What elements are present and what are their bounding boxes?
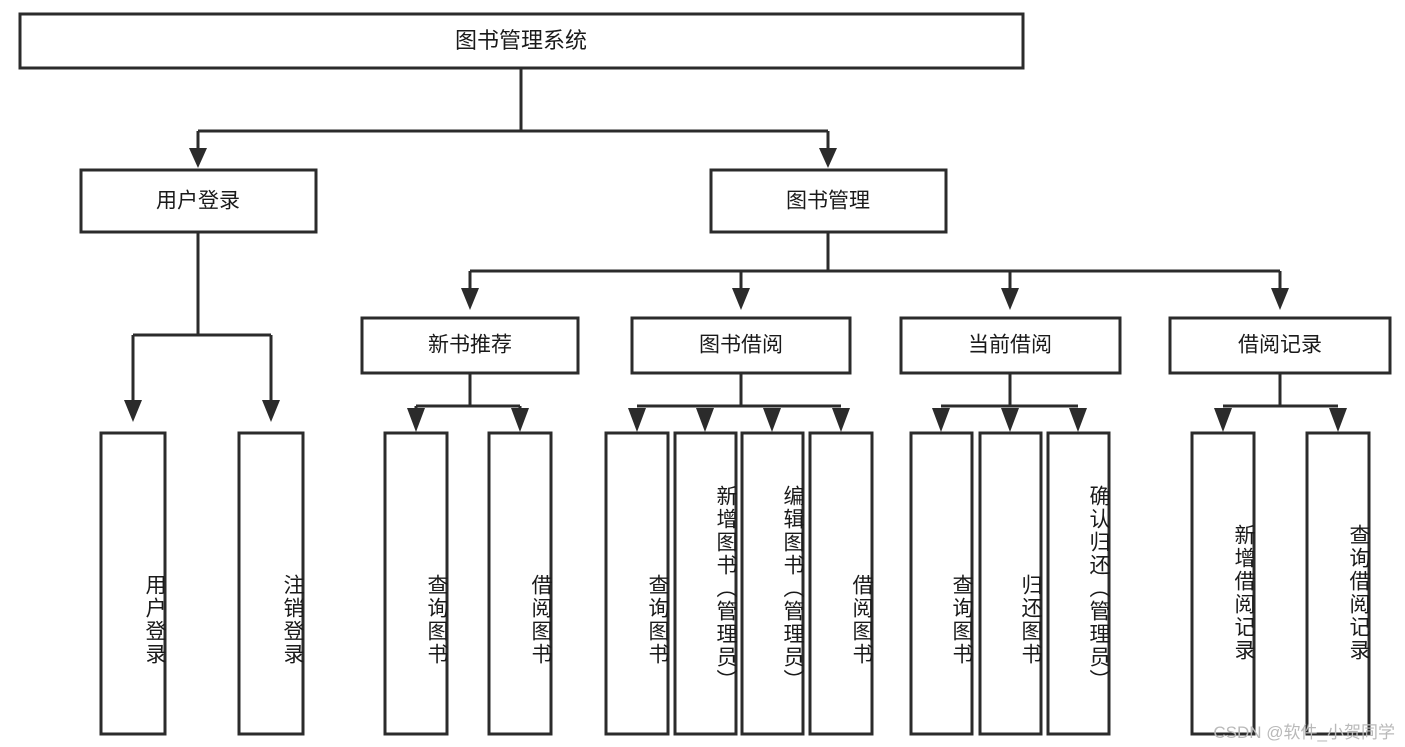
leaf-box-new-book-1[interactable] xyxy=(383,431,449,736)
arrowhead-to-borrow-record xyxy=(1271,288,1289,310)
arrowhead-current-borrow-leaf-2 xyxy=(1001,408,1019,432)
arrowhead-current-borrow-leaf-3 xyxy=(1069,408,1087,432)
connector-book-borrow-to-leaves xyxy=(628,373,850,432)
node-new-book-recommend[interactable]: 新书推荐 xyxy=(360,316,580,375)
connector-new-book-to-leaves xyxy=(407,373,529,432)
node-borrow-record-box[interactable] xyxy=(1168,316,1392,375)
arrowhead-book-borrow-leaf-1 xyxy=(628,408,646,432)
node-book-borrow-label: 图书借阅 xyxy=(699,334,783,357)
arrowhead-to-book-borrow xyxy=(732,288,750,310)
node-new-book-recommend-label: 新书推荐 xyxy=(428,334,512,357)
node-book-management[interactable]: 图书管理 xyxy=(709,168,948,234)
leaf-box-current-borrow-3[interactable] xyxy=(1046,431,1111,736)
leaf-box-book-borrow-3[interactable] xyxy=(740,431,805,736)
connector-borrow-record-to-leaves xyxy=(1214,373,1347,432)
connector-user-login-to-leaves xyxy=(124,232,280,422)
leaf-box-current-borrow-2[interactable] xyxy=(978,431,1043,736)
node-borrow-record[interactable]: 借阅记录 xyxy=(1168,316,1392,375)
node-book-borrow-box[interactable] xyxy=(630,316,852,375)
node-root-label: 图书管理系统 xyxy=(455,28,587,53)
arrowhead-to-user-login xyxy=(189,148,207,168)
watermark-text: CSDN @软件_小贺同学 xyxy=(1213,723,1395,742)
arrowhead-book-borrow-leaf-3 xyxy=(763,408,781,432)
leaf-box-user-login-2[interactable] xyxy=(237,431,305,736)
connector-root-to-level1 xyxy=(189,68,837,168)
arrowhead-to-book-mgmt xyxy=(819,148,837,168)
arrowhead-user-login-leaf-2 xyxy=(262,400,280,422)
arrowhead-book-borrow-leaf-2 xyxy=(696,408,714,432)
arrowhead-current-borrow-leaf-1 xyxy=(932,408,950,432)
arrowhead-to-current-borrow xyxy=(1001,288,1019,310)
arrowhead-user-login-leaf-1 xyxy=(124,400,142,422)
node-borrow-record-label: 借阅记录 xyxy=(1238,334,1322,357)
arrowhead-book-borrow-leaf-4 xyxy=(832,408,850,432)
connector-current-borrow-to-leaves xyxy=(932,373,1087,432)
leaf-box-current-borrow-1[interactable] xyxy=(909,431,974,736)
leaf-box-borrow-record-1[interactable] xyxy=(1190,431,1256,736)
node-book-management-label: 图书管理 xyxy=(786,190,870,213)
node-current-borrow[interactable]: 当前借阅 xyxy=(899,316,1122,375)
leaf-box-borrow-record-2[interactable] xyxy=(1305,431,1371,736)
arrowhead-to-new-book xyxy=(461,288,479,310)
node-new-book-recommend-box[interactable] xyxy=(360,316,580,375)
arrowhead-new-book-leaf-1 xyxy=(407,408,425,432)
arrowhead-new-book-leaf-2 xyxy=(511,408,529,432)
node-user-login[interactable]: 用户登录 xyxy=(79,168,318,234)
arrowhead-borrow-record-leaf-2 xyxy=(1329,408,1347,432)
node-root[interactable]: 图书管理系统 xyxy=(18,12,1025,70)
node-current-borrow-label: 当前借阅 xyxy=(968,334,1052,357)
node-root-box[interactable] xyxy=(18,12,1025,70)
connector-book-mgmt-to-level2 xyxy=(461,232,1289,310)
leaf-box-book-borrow-2[interactable] xyxy=(673,431,738,736)
leaf-box-book-borrow-4[interactable] xyxy=(808,431,874,736)
leaf-box-user-login-1[interactable] xyxy=(99,431,167,736)
node-user-login-label: 用户登录 xyxy=(156,190,240,213)
node-book-borrow[interactable]: 图书借阅 xyxy=(630,316,852,375)
leaf-box-new-book-2[interactable] xyxy=(487,431,553,736)
node-book-management-box[interactable] xyxy=(709,168,948,234)
node-current-borrow-box[interactable] xyxy=(899,316,1122,375)
arrowhead-borrow-record-leaf-1 xyxy=(1214,408,1232,432)
leaf-box-book-borrow-1[interactable] xyxy=(604,431,670,736)
